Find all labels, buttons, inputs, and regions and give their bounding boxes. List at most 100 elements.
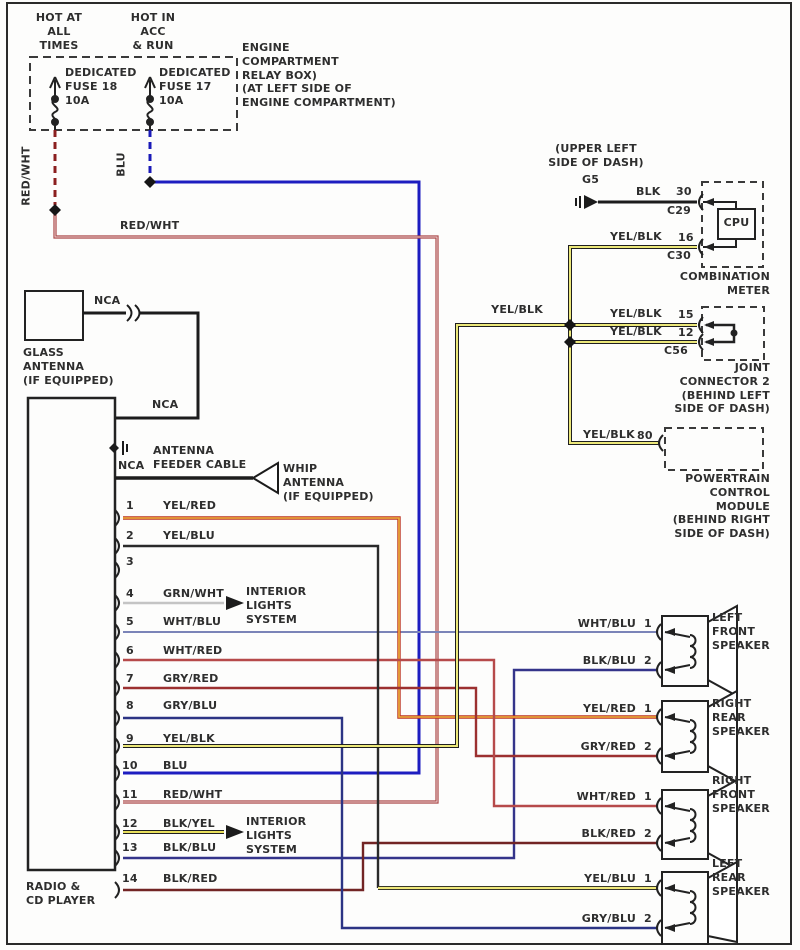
radio-pin-14-wire: BLK/RED xyxy=(163,872,218,885)
wire-redwht-core xyxy=(54,210,438,803)
speaker-right-rear xyxy=(656,689,738,784)
radio-pin-11-wire: RED/WHT xyxy=(163,788,223,801)
meter-pin30-label: 30 xyxy=(676,185,692,198)
radio-pin-8-wire: GRY/BLU xyxy=(163,699,218,712)
rr-spk-wire-1: YEL/RED xyxy=(582,702,636,715)
combination-meter-shape xyxy=(698,181,764,268)
radio-pin-2-num: 2 xyxy=(126,529,134,542)
radio-box xyxy=(26,396,117,872)
whip-antenna-symbol xyxy=(251,461,279,495)
lr-spk-wire-1: YEL/BLU xyxy=(584,872,636,885)
radio-pin-1-num: 1 xyxy=(126,499,134,512)
whip-antenna-label: WHIP ANTENNA (IF EQUIPPED) xyxy=(283,462,374,503)
ground-symbol-g5 xyxy=(575,195,598,209)
speaker-left-rear xyxy=(656,860,738,945)
rf-spk-pin-1: 1 xyxy=(644,790,652,803)
wire-yelblk-mid-label: YEL/BLK xyxy=(491,303,543,316)
wire-yelblk-c30-label: YEL/BLK xyxy=(610,230,662,243)
pcm-label: POWERTRAIN CONTROL MODULE (BEHIND RIGHT … xyxy=(672,472,770,540)
radio-pin-13-wire: BLK/BLU xyxy=(163,841,217,854)
interior-lights-label-2: INTERIOR LIGHTS SYSTEM xyxy=(246,815,307,856)
radio-pin-8-num: 8 xyxy=(126,699,134,712)
wire-redwht-horizontal-label: RED/WHT xyxy=(120,219,180,232)
radio-pin-6-num: 6 xyxy=(126,644,134,657)
diagram-border xyxy=(6,2,792,945)
wire-yelblu-dark xyxy=(123,544,380,888)
wire-yelblk xyxy=(123,246,697,747)
joint-conn-c56-label: C56 xyxy=(664,344,688,357)
antenna-feeder-label: ANTENNA FEEDER CABLE xyxy=(153,444,247,471)
antenna-inline-connector xyxy=(126,304,141,322)
joint-connector-shape xyxy=(698,306,765,361)
radio-pin-7-num: 7 xyxy=(126,672,134,685)
wire-redwht-vertical-label: RED/WHT xyxy=(19,146,33,206)
radio-pin-5-wire: WHT/BLU xyxy=(163,615,222,628)
wire-whtred xyxy=(123,658,658,808)
wire-yelblk-15-label: YEL/BLK xyxy=(610,307,662,320)
wire-nca-2-label: NCA xyxy=(152,398,179,411)
rr-spk-wire-2: GRY/RED xyxy=(580,740,636,753)
wire-nca-1-label: NCA xyxy=(94,294,121,307)
ground-g5-label: G5 xyxy=(582,173,600,186)
rf-spk-wire-1: WHT/RED xyxy=(576,790,636,803)
glass-antenna-label: GLASS ANTENNA (IF EQUIPPED) xyxy=(23,346,114,387)
arrow-interior-lights-2 xyxy=(226,825,244,839)
left-front-speaker-label: LEFT FRONT SPEAKER xyxy=(712,611,770,652)
radio-pin-13-num: 13 xyxy=(122,841,138,854)
arrow-interior-lights-1 xyxy=(226,596,244,610)
radio-pin-10-wire: BLU xyxy=(163,759,188,772)
meter-pin16-label: 16 xyxy=(678,231,694,244)
radio-pin-6-wire: WHT/RED xyxy=(163,644,223,657)
radio-pin-4-num: 4 xyxy=(126,587,134,600)
glass-antenna-box xyxy=(24,290,84,341)
right-front-speaker-label: RIGHT FRONT SPEAKER xyxy=(712,774,770,815)
wire-yelblk-80-label: YEL/BLK xyxy=(583,428,635,441)
wire-yelblk-12-label: YEL/BLK xyxy=(610,325,662,338)
radio-pin-7-wire: GRY/RED xyxy=(163,672,219,685)
lf-spk-wire-2: BLK/BLU xyxy=(582,654,636,667)
radio-pin-1-wire: YEL/RED xyxy=(163,499,217,512)
lf-spk-wire-1: WHT/BLU xyxy=(577,617,636,630)
power-source-1-label: HOT AT ALL TIMES xyxy=(35,11,83,52)
rr-spk-pin-2: 2 xyxy=(644,740,652,753)
pcm-pin80-label: 80 xyxy=(637,429,653,442)
lr-spk-wire-2: GRY/BLU xyxy=(581,912,636,925)
radio-pin-5-num: 5 xyxy=(126,615,134,628)
cpu-label: CPU xyxy=(723,216,750,229)
wire-blkred xyxy=(123,841,658,892)
pcm-shape xyxy=(658,427,764,471)
junction-dots xyxy=(49,176,576,348)
fuse-18-symbol xyxy=(49,76,61,130)
wire-gryblu xyxy=(123,716,658,930)
wire-nca-3-label: NCA xyxy=(118,459,145,472)
power-source-2-label: HOT IN ACC & RUN xyxy=(130,11,176,52)
radio-pin-brackets xyxy=(114,509,120,899)
speaker-right-front xyxy=(656,778,738,871)
meter-location-label: (UPPER LEFT SIDE OF DASH) xyxy=(548,142,644,169)
right-rear-speaker-label: RIGHT REAR SPEAKER xyxy=(712,697,770,738)
meter-conn-c30-label: C30 xyxy=(667,249,691,262)
lf-spk-pin-2: 2 xyxy=(644,654,652,667)
fuse-18-label: DEDICATED FUSE 18 10A xyxy=(65,66,137,107)
lf-spk-pin-1: 1 xyxy=(644,617,652,630)
radio-pin-11-num: 11 xyxy=(122,788,138,801)
interior-lights-label-1: INTERIOR LIGHTS SYSTEM xyxy=(246,585,307,626)
radio-pin-9-wire: YEL/BLK xyxy=(163,732,215,745)
radio-pin-9-num: 9 xyxy=(126,732,134,745)
wire-blk-label: BLK xyxy=(636,185,661,198)
rr-spk-pin-1: 1 xyxy=(644,702,652,715)
lr-spk-pin-2: 2 xyxy=(644,912,652,925)
radio-pin-14-num: 14 xyxy=(122,872,138,885)
radio-pin-12-num: 12 xyxy=(122,817,138,830)
joint-pin12-label: 12 xyxy=(678,326,694,339)
radio-pin-3-num: 3 xyxy=(126,555,134,568)
rf-spk-wire-2: BLK/RED xyxy=(581,827,636,840)
antenna-terminal-symbol xyxy=(109,441,128,455)
wire-blu xyxy=(123,180,421,775)
left-rear-speaker-label: LEFT REAR SPEAKER xyxy=(712,857,770,898)
radio-pin-2-wire: YEL/BLU xyxy=(163,529,215,542)
radio-pin-12-wire: BLK/YEL xyxy=(163,817,215,830)
radio-pin-4-wire: GRN/WHT xyxy=(163,587,224,600)
relay-box-shape xyxy=(29,56,238,131)
